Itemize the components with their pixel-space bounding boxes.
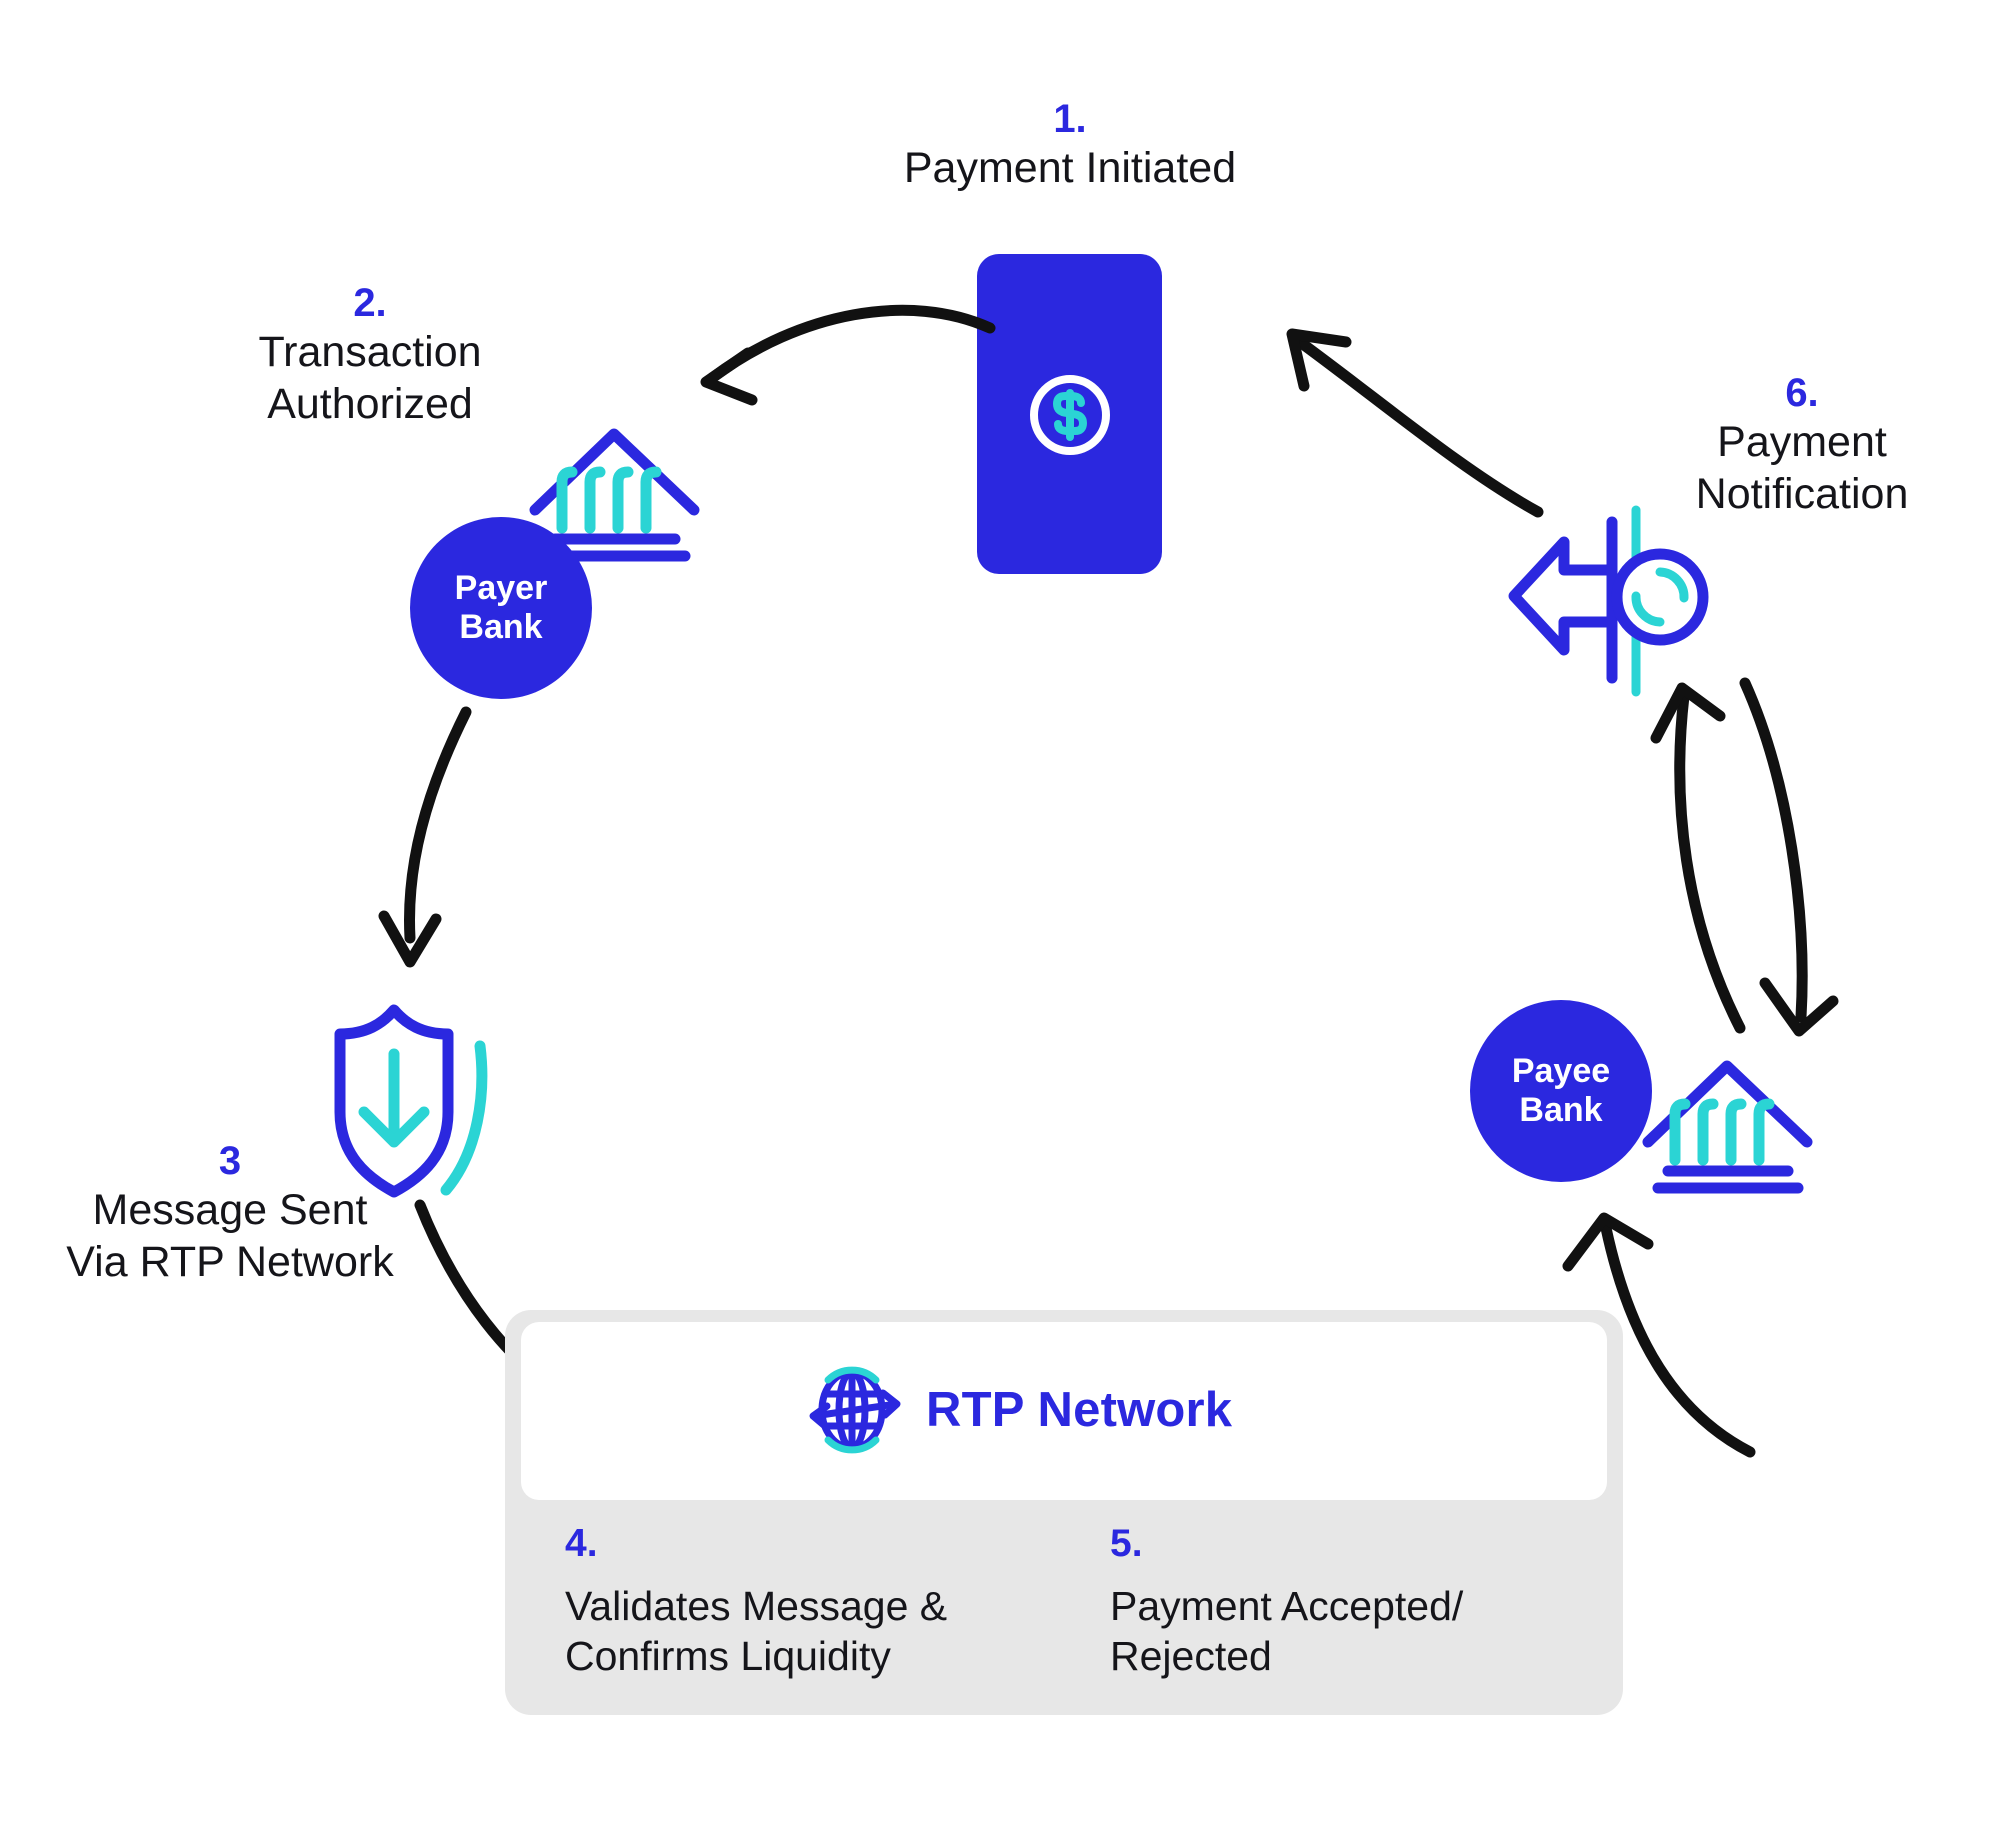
step-3-number: 3 <box>218 1139 242 1183</box>
step-1-label: Payment Initiated <box>903 144 1237 192</box>
step-2-number: 2. <box>353 281 387 325</box>
rtp-network-title: RTP Network <box>926 1383 1233 1437</box>
arrow-notification-to-payee-bank <box>1723 665 1863 1045</box>
step-2-label: Transaction Authorized <box>258 328 482 429</box>
payee-bank-label: Payee Bank <box>1511 1051 1611 1129</box>
arrow-rtp-to-payee-bank <box>1530 1200 1770 1470</box>
bank-building-icon <box>1640 1052 1815 1197</box>
step-6-number: 6. <box>1785 371 1819 415</box>
step-3-caption: 3 Message Sent Via RTP Network <box>20 1138 440 1289</box>
notification-arrow-icon <box>1500 500 1710 700</box>
mobile-device-icon <box>977 254 1162 574</box>
bank-building-icon <box>527 420 702 565</box>
arrow-payee-bank-to-notification <box>1648 660 1778 1040</box>
payer-bank-node: Payer Bank <box>410 517 592 699</box>
rtp-network-header-panel <box>521 1322 1607 1500</box>
step-4-number: 4. <box>565 1522 598 1565</box>
globe-network-icon <box>800 1358 904 1462</box>
step-5-caption: 5. Payment Accepted/ Rejected <box>1110 1522 1580 1681</box>
payee-bank-node: Payee Bank <box>1470 1000 1652 1182</box>
step-1-number: 1. <box>1053 97 1087 141</box>
arrow-notification-to-phone <box>1270 320 1570 550</box>
step-2-caption: 2. Transaction Authorized <box>160 280 580 431</box>
shield-download-icon <box>318 1002 508 1202</box>
step-1-caption: 1. Payment Initiated <box>790 96 1350 194</box>
step-5-label: Payment Accepted/ Rejected <box>1110 1582 1464 1679</box>
arrow-payer-bank-to-shield <box>370 700 550 1000</box>
dollar-circle-icon <box>1024 369 1116 461</box>
step-4-label: Validates Message & Confirms Liquidity <box>565 1582 948 1679</box>
step-6-label: Payment Notification <box>1695 418 1909 519</box>
rtp-network-brand: RTP Network <box>800 1360 1320 1460</box>
step-3-label: Message Sent Via RTP Network <box>66 1186 394 1287</box>
arrow-phone-to-payer-bank <box>660 290 1000 430</box>
step-5-number: 5. <box>1110 1522 1143 1565</box>
payer-bank-label: Payer Bank <box>454 568 548 646</box>
step-4-caption: 4. Validates Message & Confirms Liquidit… <box>565 1522 995 1681</box>
step-6-caption: 6. Payment Notification <box>1602 370 2000 521</box>
